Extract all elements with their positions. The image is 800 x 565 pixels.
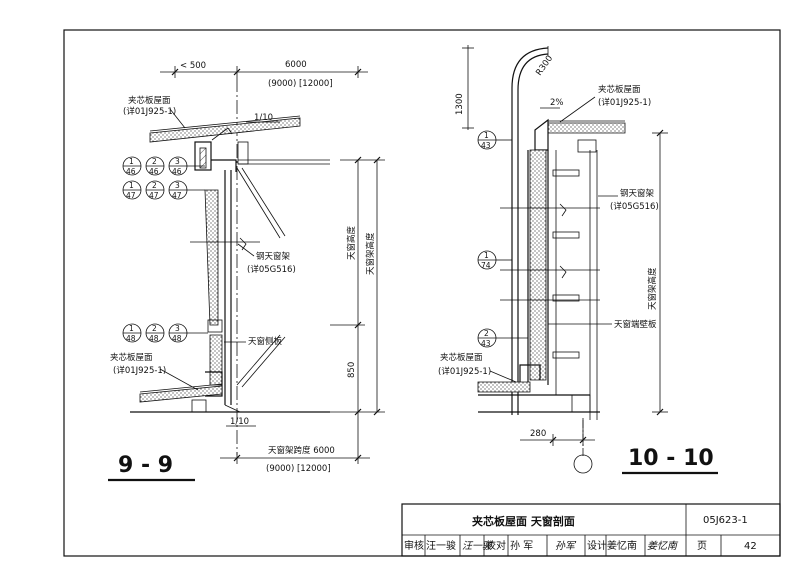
dim-span-alt-text: (9000) [12000]	[268, 79, 333, 89]
svg-text:3: 3	[175, 157, 180, 166]
svg-text:48: 48	[149, 334, 159, 343]
section-10-10: 1300 R300 2% 夹芯板屋面 (详01J925-1)	[438, 45, 718, 475]
svg-text:3: 3	[175, 181, 180, 190]
page-number: 42	[744, 541, 757, 552]
checker-signature: 孙军	[555, 540, 577, 552]
title-block: 夹芯板屋面 天窗剖面 05J623-1 审核 汪一骏 汪一骏 校对 孙 军 孙军…	[401, 503, 781, 557]
section-10-10-title: 10 - 10	[628, 446, 714, 471]
frame-label-10: 钢天窗架	[620, 188, 655, 199]
vertical-dimensions: 天窗高度 天窗架高度 850	[330, 156, 385, 416]
dim-window-height: 天窗高度	[346, 225, 357, 260]
svg-text:1: 1	[484, 131, 489, 140]
svg-text:3: 3	[175, 324, 180, 333]
svg-text:1: 1	[129, 181, 134, 190]
svg-text:43: 43	[481, 339, 491, 348]
frame-ref: (详05G516)	[247, 264, 296, 275]
designer-signature: 姜忆南	[647, 540, 679, 552]
roof-ref-top: (详01J925-1)	[123, 106, 176, 117]
dim-850: 850	[347, 362, 357, 378]
dim-280: 280	[530, 429, 546, 439]
dim-frame-height-10: 天窗架高度	[647, 267, 658, 310]
span-alt: (9000) [12000]	[266, 464, 331, 474]
upper-gutter	[194, 141, 330, 172]
svg-text:2: 2	[484, 329, 489, 338]
frame-ref-10: (详05G516)	[610, 201, 659, 212]
svg-text:43: 43	[481, 141, 491, 150]
svg-text:47: 47	[172, 191, 182, 200]
dim-span-text: 6000	[285, 60, 307, 70]
svg-text:46: 46	[149, 167, 159, 176]
design-label: 设计	[587, 539, 607, 552]
svg-text:2: 2	[152, 324, 157, 333]
frame-label: 钢天窗架	[256, 251, 291, 262]
check-label: 校对	[486, 539, 506, 552]
svg-text:74: 74	[481, 261, 491, 270]
roof-label-top-10: 夹芯板屋面	[598, 84, 641, 95]
svg-text:48: 48	[172, 334, 182, 343]
top-roof-panel	[149, 115, 301, 143]
svg-text:2: 2	[152, 181, 157, 190]
detail-refs-10: 143 174 243	[477, 130, 528, 348]
section-9-9-title: 9 - 9	[118, 453, 173, 478]
steel-window-frame	[190, 167, 286, 405]
reviewer-signature: 汪一骏	[462, 540, 493, 552]
dim-frame-height: 天窗架高度	[365, 232, 376, 275]
svg-text:47: 47	[126, 191, 136, 200]
roof-label-bottom-10: 夹芯板屋面	[440, 352, 483, 363]
svg-text:1: 1	[129, 157, 134, 166]
svg-text:46: 46	[172, 167, 182, 176]
review-label: 审核	[404, 539, 424, 552]
dim-overhang-text: < 500	[180, 61, 206, 71]
slope-2pct: 2%	[550, 98, 564, 108]
lower-eave	[130, 334, 330, 413]
lower-roof-10	[477, 364, 600, 413]
checker-name: 孙 军	[510, 539, 533, 552]
end-wall-panel	[500, 149, 600, 420]
reviewer-name: 汪一骏	[426, 539, 456, 552]
detail-refs-upper: 146 246 346 147 247 347	[122, 156, 205, 200]
side-panel-label: 天窗侧板	[248, 336, 283, 347]
roof-ref-bottom-10: (详01J925-1)	[438, 366, 491, 377]
slope-bottom: 1/10	[230, 417, 249, 427]
page-label: 页	[697, 540, 707, 552]
roof-label-bottom: 夹芯板屋面	[110, 352, 153, 363]
radius-label: R300	[534, 54, 555, 78]
roof-ref-bottom: (详01J925-1)	[113, 365, 166, 376]
span-label: 天窗架跨度 6000	[268, 445, 335, 456]
atlas-number: 05J623-1	[703, 515, 748, 526]
roof-ref-top-10: (详01J925-1)	[598, 97, 651, 108]
svg-text:46: 46	[126, 167, 136, 176]
bottom-span-dimension: 天窗架跨度 6000 (9000) [12000]	[220, 412, 370, 474]
svg-text:1: 1	[129, 324, 134, 333]
svg-text:48: 48	[126, 334, 136, 343]
section-9-9: < 500 6000 (9000) [12000] 夹芯板屋面 (详01J925…	[108, 60, 385, 482]
top-dimension: < 500 6000 (9000) [12000]	[160, 60, 368, 89]
designer-name: 姜忆南	[607, 539, 637, 552]
svg-text:2: 2	[152, 157, 157, 166]
dim-1300: 1300	[455, 93, 465, 115]
svg-text:1: 1	[484, 251, 489, 260]
svg-text:47: 47	[149, 191, 159, 200]
slope-top: 1/10	[254, 113, 273, 123]
roof-label-top: 夹芯板屋面	[128, 95, 171, 106]
axis-bubble	[573, 454, 593, 474]
detail-refs-lower: 148 248 348	[122, 323, 208, 343]
wall-panel-label: 天窗端壁板	[614, 319, 657, 330]
drawing-title: 夹芯板屋面 天窗剖面	[472, 514, 575, 528]
